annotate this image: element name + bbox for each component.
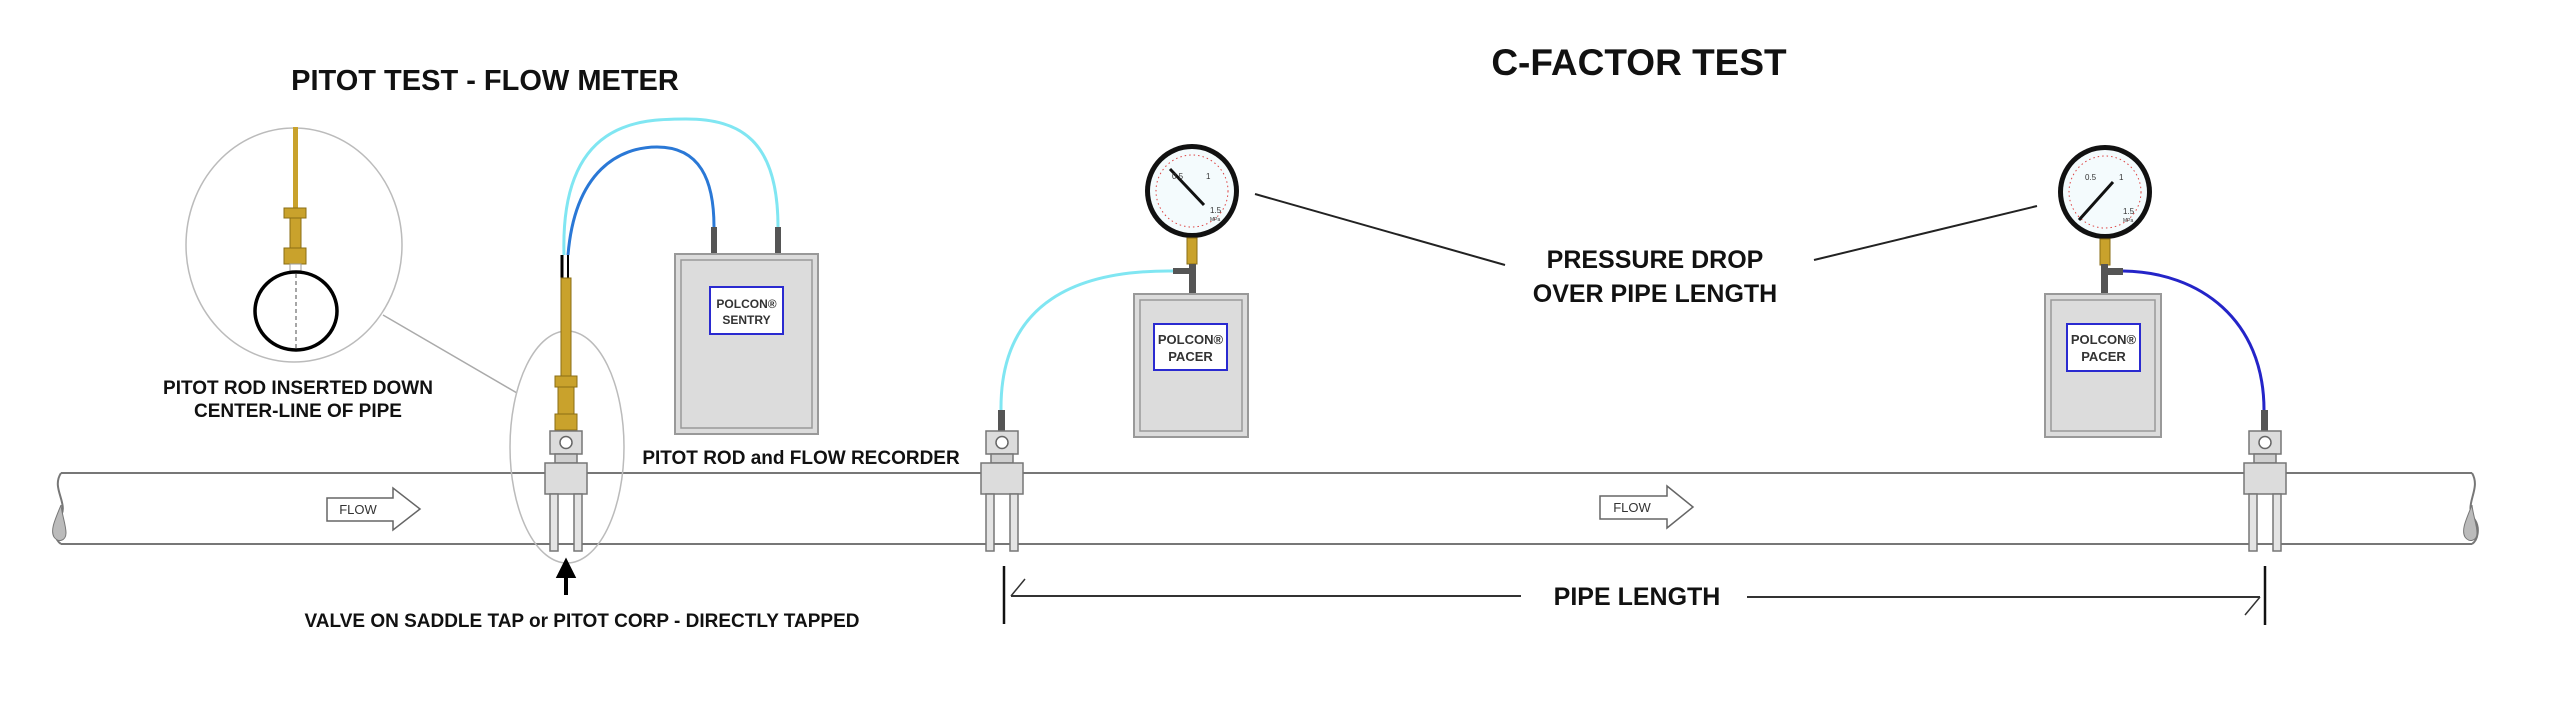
svg-text:1.5: 1.5: [2123, 207, 2135, 216]
over-pipe-length-label: OVER PIPE LENGTH: [1533, 280, 1777, 308]
svg-text:POLCON®: POLCON®: [1158, 332, 1224, 347]
pitot-recorder-label: PITOT ROD and FLOW RECORDER: [642, 448, 960, 469]
svg-text:PACER: PACER: [1168, 349, 1213, 364]
valve-saddle-tap-label: VALVE ON SADDLE TAP or PITOT CORP - DIRE…: [305, 611, 860, 632]
saddle-valve-2: [980, 430, 1024, 552]
tube-blue-pacer-2: [2122, 269, 2266, 411]
tube-blue-sentry: [566, 145, 716, 256]
pressure-leader-left: [1254, 193, 1506, 266]
pressure-drop-label: PRESSURE DROP: [1547, 246, 1764, 274]
svg-text:MPa: MPa: [1210, 217, 1221, 223]
svg-text:PACER: PACER: [2081, 349, 2126, 364]
svg-text:SENTRY: SENTRY: [722, 313, 770, 327]
svg-text:FLOW: FLOW: [1613, 500, 1651, 515]
svg-text:0.5: 0.5: [1172, 172, 1184, 181]
tube-cyan-sentry: [562, 117, 780, 256]
svg-text:MPa: MPa: [2123, 218, 2134, 224]
pipe-length-label: PIPE LENGTH: [1554, 583, 1721, 611]
polcon-sentry-recorder: POLCON® SENTRY: [674, 253, 819, 435]
svg-text:0.5: 0.5: [2085, 173, 2097, 182]
svg-text:POLCON®: POLCON®: [716, 297, 776, 311]
svg-text:POLCON®: POLCON®: [2071, 332, 2137, 347]
svg-text:FLOW: FLOW: [339, 502, 377, 517]
pitot-saddle-valve: [544, 430, 588, 552]
pressure-leader-right: [1813, 205, 2038, 261]
pipe-length-dimension: PIPE LENGTH: [1002, 566, 2267, 625]
up-arrow: [555, 557, 577, 595]
pressure-gauge-2: 0.5 1 1.5 MPa: [2057, 144, 2153, 266]
c-factor-test-title: C-FACTOR TEST: [1491, 42, 1787, 83]
svg-text:1: 1: [2119, 173, 2124, 182]
pitot-test-title: PITOT TEST - FLOW METER: [291, 65, 679, 97]
saddle-valve-3: [2243, 430, 2287, 552]
pitot-detail-magnifier: [185, 127, 518, 394]
polcon-pacer-2: POLCON® PACER: [2044, 293, 2162, 438]
pressure-gauge-1: 0.5 1 1.5 MPa: [1144, 143, 1240, 265]
center-line-label: CENTER-LINE OF PIPE: [194, 401, 402, 422]
pitot-rod-inserted-label: PITOT ROD INSERTED DOWN: [163, 378, 433, 399]
flow-arrow-1: FLOW: [326, 486, 422, 532]
polcon-pacer-1: POLCON® PACER: [1133, 293, 1249, 438]
flow-arrow-2: FLOW: [1599, 484, 1695, 530]
svg-text:1: 1: [1206, 172, 1211, 181]
svg-text:1.5: 1.5: [1210, 206, 1222, 215]
pitot-rod: [554, 255, 578, 431]
tube-cyan-pacer-1: [999, 269, 1174, 411]
pipe: [52, 472, 2479, 545]
